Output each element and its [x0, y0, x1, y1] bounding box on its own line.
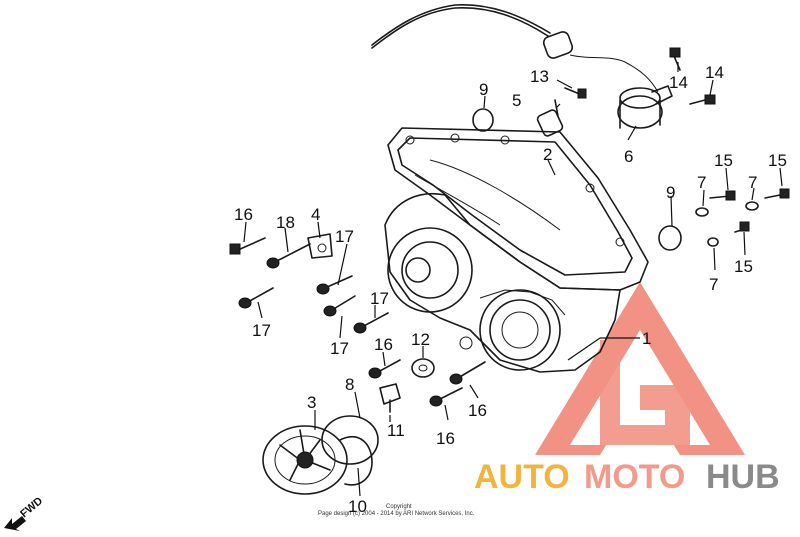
sensor-cable [371, 3, 659, 93]
bolt-15-b [764, 188, 790, 199]
callout-8: 8 [345, 375, 354, 394]
part-1-case [384, 193, 621, 373]
bolt-18 [266, 243, 311, 269]
callout-14b: 14 [705, 63, 724, 82]
part-9-oring-top [472, 108, 494, 132]
watermark-wordmark: AUTO MOTO HUB [474, 458, 780, 496]
fwd-arrow-icon [4, 516, 26, 531]
bolt-16-c [449, 361, 486, 385]
part-8-gasket [321, 415, 379, 465]
callout-17d: 17 [330, 339, 349, 358]
callout-5: 5 [512, 91, 521, 110]
copyright-line-2: Page design (c) 2004 - 2014 by ARI Netwo… [318, 511, 475, 517]
callout-7c: 7 [709, 275, 718, 294]
bolt-15-c [734, 221, 750, 233]
watermark-hub: HUB [706, 458, 780, 496]
bolt-14-a [669, 47, 681, 71]
bolt-15-a [709, 190, 736, 201]
callout-16c: 16 [468, 401, 487, 420]
part-4-bracket [307, 233, 333, 259]
part-2-cover [387, 127, 649, 291]
part-9-oring-right [658, 225, 682, 251]
forward-direction-indicator: FWD [4, 495, 45, 531]
bolt-17-a [316, 275, 353, 295]
callout-10: 10 [348, 497, 367, 516]
watermark-logo-icon [535, 282, 745, 455]
callout-9a: 9 [479, 80, 488, 99]
callout-17a: 17 [335, 227, 354, 246]
callout-16a: 16 [234, 205, 253, 224]
callout-3: 3 [307, 393, 316, 412]
callout-15c: 15 [734, 257, 753, 276]
watermark-moto: MOTO [584, 458, 685, 496]
bolt-17-b [238, 287, 274, 309]
washer-7 [695, 201, 759, 247]
callout-16b: 16 [374, 335, 393, 354]
callout-15a: 15 [714, 151, 733, 170]
leader-lines [243, 62, 783, 497]
callout-16d: 16 [436, 429, 455, 448]
part-6-switch [617, 85, 673, 129]
callout-12: 12 [411, 330, 430, 349]
callout-7b: 7 [748, 173, 757, 192]
part-11-plug [379, 383, 401, 413]
bolt-17-c [323, 295, 356, 317]
part-12-washer [411, 358, 435, 378]
callout-4: 4 [311, 205, 320, 224]
bolt-16-a [229, 237, 266, 255]
bolt-17-d [353, 312, 389, 334]
callout-11: 11 [387, 421, 405, 440]
fwd-label: FWD [18, 495, 45, 520]
callout-6: 6 [624, 147, 633, 166]
copyright-line-1: Copyright [386, 504, 412, 510]
callout-2: 2 [543, 145, 552, 164]
callout-17b: 17 [252, 321, 271, 340]
callout-18: 18 [276, 213, 295, 232]
callout-17c: 17 [370, 289, 389, 308]
callout-15b: 15 [768, 151, 787, 170]
callout-13: 13 [530, 67, 549, 86]
callout-1: 1 [642, 329, 651, 348]
callout-9b: 9 [666, 183, 675, 202]
part-3-water-pump [262, 425, 373, 495]
callout-7a: 7 [697, 173, 706, 192]
bolt-14-b [689, 94, 716, 105]
bolt-16-b [368, 359, 401, 379]
bolt-13 [564, 87, 587, 99]
bolt-16-d [429, 387, 463, 407]
callout-labels: 1 2 3 4 5 6 7 7 7 8 9 9 10 11 12 13 14 1… [234, 63, 787, 516]
watermark-auto: AUTO [474, 458, 570, 496]
callout-14a: 14 [669, 73, 688, 92]
